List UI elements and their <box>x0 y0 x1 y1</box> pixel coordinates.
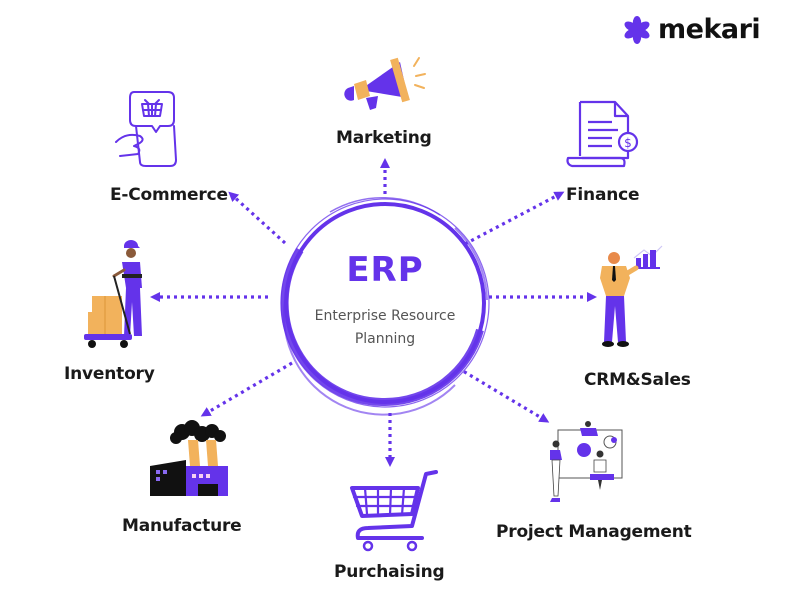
hub-subtitle-line1: Enterprise Resource <box>314 308 456 324</box>
module-label-project-management: Project Management <box>496 522 692 542</box>
invoice-document-icon: $ <box>566 100 639 168</box>
arrow-project-management <box>457 366 550 423</box>
module-label-purchaising: Purchaising <box>334 562 445 582</box>
arrow-finance <box>464 191 565 246</box>
hub-title: ERP <box>346 250 424 290</box>
phone-basket-icon <box>115 91 177 167</box>
connector-arrows <box>150 158 597 467</box>
sales-person-chart-icon <box>600 245 663 347</box>
arrow-manufacture <box>200 361 293 417</box>
warehouse-worker-trolley-icon <box>84 240 142 348</box>
megaphone-icon <box>344 57 426 110</box>
brand-logo: mekari <box>622 14 761 45</box>
hub-subtitle: Enterprise Resource Planning <box>290 305 480 351</box>
arrow-ecommerce <box>228 191 287 245</box>
svg-text:$: $ <box>624 136 632 150</box>
brand-name: mekari <box>658 14 761 45</box>
module-label-crm-sales: CRM&Sales <box>584 370 691 390</box>
hub-circle <box>280 197 490 416</box>
module-label-inventory: Inventory <box>64 364 155 384</box>
module-label-finance: Finance <box>566 185 640 205</box>
module-label-marketing: Marketing <box>336 128 432 148</box>
module-label-ecommerce: E-Commerce <box>110 185 228 205</box>
hub-subtitle-line2: Planning <box>354 331 416 347</box>
factory-icon <box>150 420 228 496</box>
team-whiteboard-icon <box>550 421 623 502</box>
shopping-cart-icon <box>350 470 438 552</box>
asterisk-star-icon <box>624 15 650 44</box>
module-label-manufacture: Manufacture <box>122 516 242 536</box>
